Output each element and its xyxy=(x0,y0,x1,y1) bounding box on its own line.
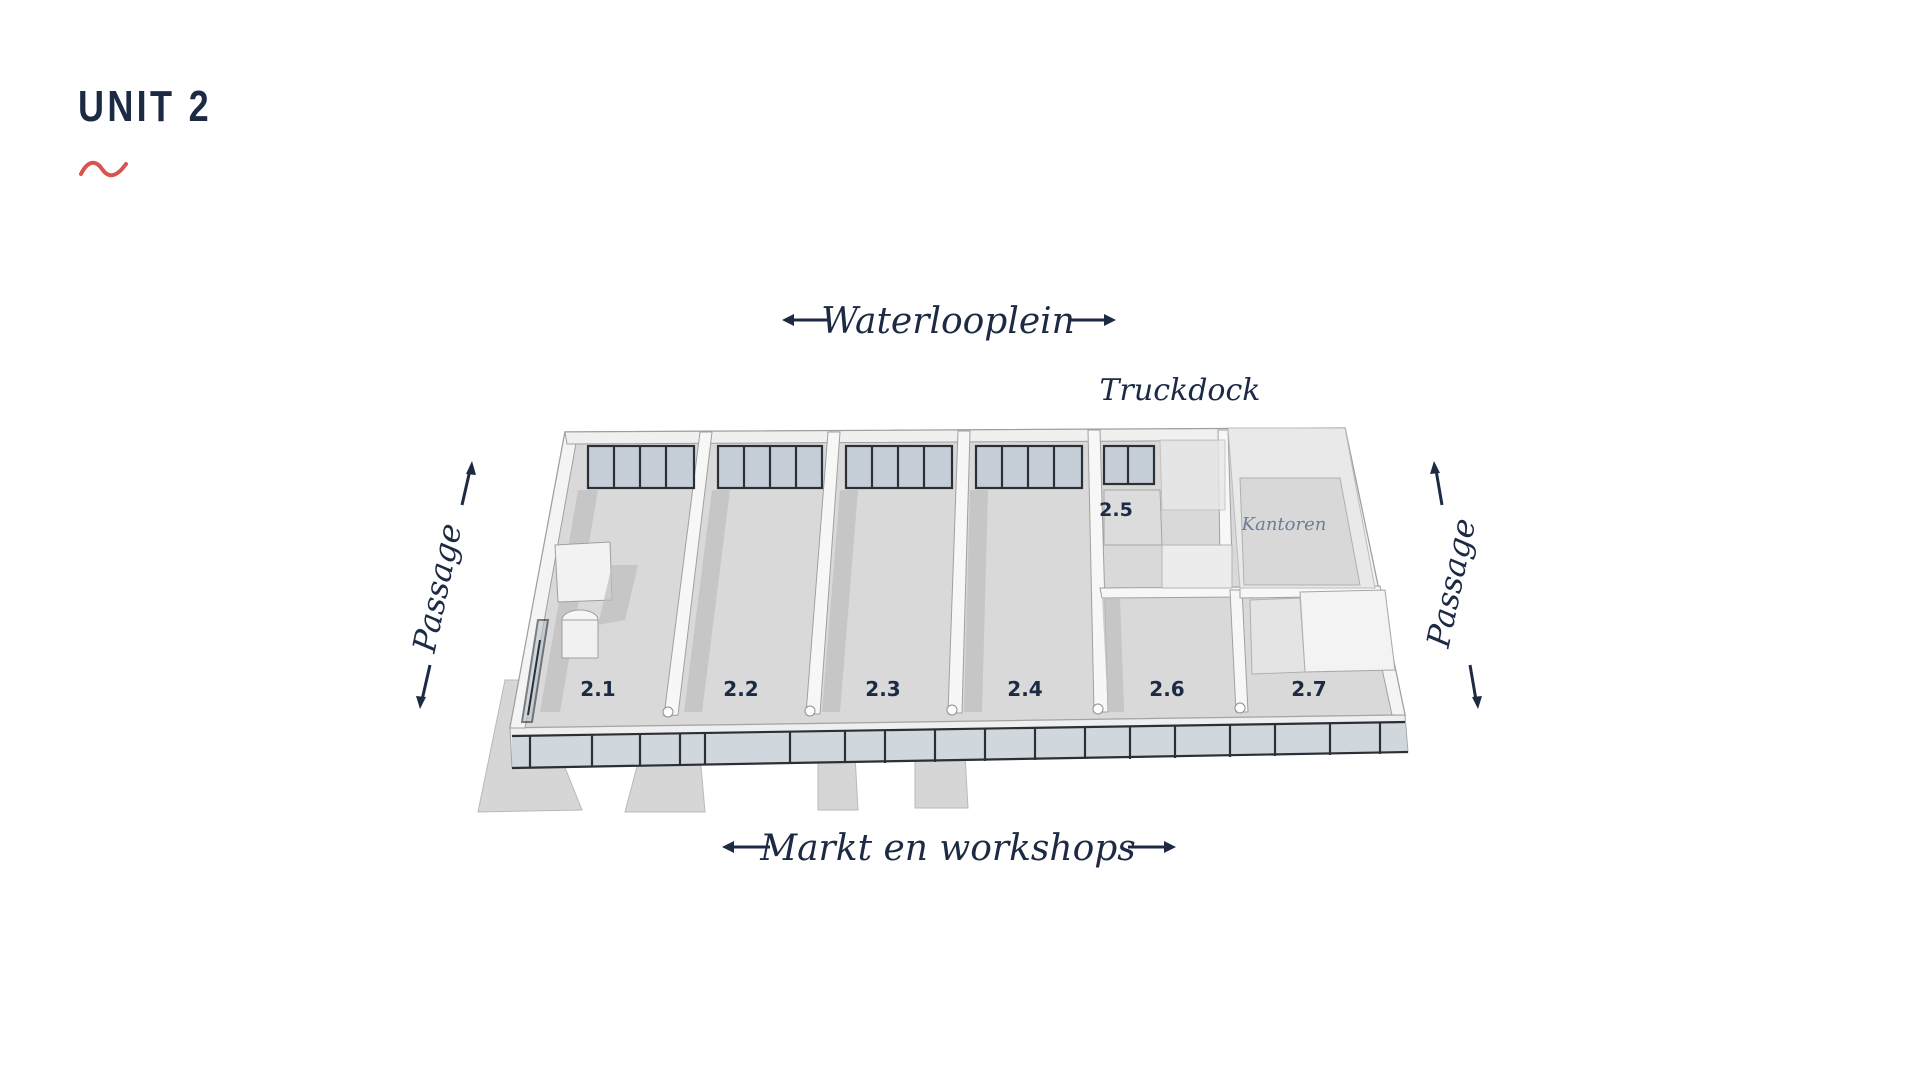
room-label-2-7: 2.7 xyxy=(1291,677,1326,701)
passage-left: Passage xyxy=(405,461,476,709)
room-label-2-3: 2.3 xyxy=(865,677,900,701)
left-glazing xyxy=(520,619,550,723)
room-label-2-2: 2.2 xyxy=(723,677,758,701)
street-top-label: Waterlooplein xyxy=(821,301,1075,342)
room-label-2-5: 2.5 xyxy=(1099,499,1133,521)
squiggle-divider-icon xyxy=(79,160,128,178)
building xyxy=(477,427,1409,813)
truckdock-label: Truckdock xyxy=(1100,373,1261,408)
page-title: UNIT 2 xyxy=(78,82,212,131)
passage-right: Passage xyxy=(1419,461,1484,709)
passage-left-label: Passage xyxy=(405,520,470,657)
back-windows xyxy=(586,444,1156,490)
front-glazing xyxy=(511,720,1409,770)
street-bottom-label: Markt en workshops xyxy=(759,828,1136,869)
street-bottom: Markt en workshops xyxy=(722,828,1176,869)
room-label-2-4: 2.4 xyxy=(1007,677,1042,701)
partition-walls xyxy=(663,429,1383,717)
arrow-up-icon xyxy=(1434,469,1444,506)
stair-core xyxy=(554,541,613,603)
street-top: Waterlooplein xyxy=(782,301,1116,342)
room-label-2-1: 2.1 xyxy=(580,677,615,701)
offices-label: Kantoren xyxy=(1241,514,1327,535)
arrow-down-icon xyxy=(420,664,432,701)
arrow-down-icon xyxy=(1468,664,1478,701)
entrance-ramp xyxy=(914,754,969,809)
arrow-up-icon xyxy=(460,469,472,506)
passage-right-label: Passage xyxy=(1419,515,1484,652)
room-label-2-6: 2.6 xyxy=(1149,677,1184,701)
